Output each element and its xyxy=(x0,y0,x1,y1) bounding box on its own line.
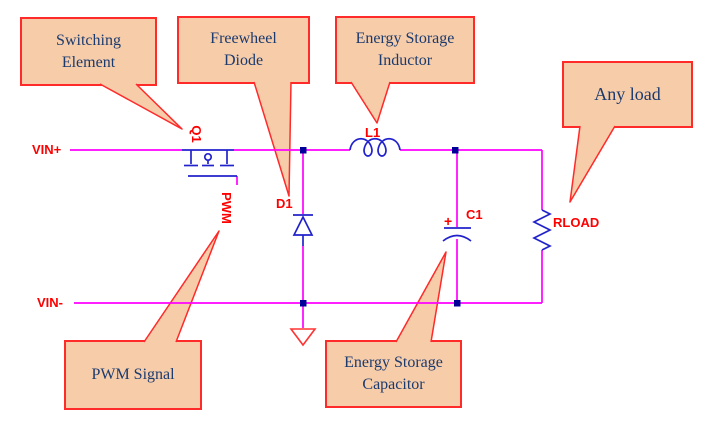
callout-pwm-signal: PWM Signal xyxy=(64,340,202,410)
callout-text: Freewheel Diode xyxy=(210,28,277,71)
tail-pwm-signal xyxy=(143,230,220,343)
ground-icon xyxy=(289,328,317,347)
callout-energy-storage-inductor: Energy Storage Inductor xyxy=(335,16,475,84)
resistor-symbol xyxy=(532,209,552,251)
tail-energy-storage-capacitor xyxy=(395,251,447,343)
callout-any-load: Any load xyxy=(562,61,693,128)
wires xyxy=(70,149,543,328)
junction-dot xyxy=(452,147,459,154)
callout-line: PWM Signal xyxy=(91,366,175,384)
rload-label: RLOAD xyxy=(553,215,600,230)
mosfet-symbol xyxy=(182,149,237,177)
callout-energy-storage-capacitor: Energy Storage Capacitor xyxy=(325,340,462,408)
callout-freewheel-diode: Freewheel Diode xyxy=(177,16,310,84)
callout-line: Freewheel xyxy=(210,30,277,48)
d1-label: D1 xyxy=(276,196,293,211)
q1-label: Q1 xyxy=(189,125,205,143)
junction-dot xyxy=(300,300,307,307)
diode-symbol xyxy=(292,214,314,246)
callout-line: Switching xyxy=(56,31,121,49)
callout-line: Capacitor xyxy=(362,376,425,393)
callout-line: Diode xyxy=(223,52,264,69)
junction-dot xyxy=(300,147,307,154)
callout-tails xyxy=(99,81,616,343)
callout-text: Energy Storage Capacitor xyxy=(344,352,443,395)
callout-line: Energy Storage xyxy=(355,30,455,48)
tail-energy-storage-inductor xyxy=(350,81,391,124)
l1-label: L1 xyxy=(365,125,381,140)
junction-dots xyxy=(300,147,461,307)
callout-line: Inductor xyxy=(377,52,433,69)
component-symbols xyxy=(182,137,552,251)
c1-label: C1 xyxy=(466,207,483,222)
callout-switching-element: Switching Element xyxy=(20,17,157,86)
inductor-symbol xyxy=(349,137,401,157)
callout-line: Energy Storage xyxy=(344,354,443,372)
pwm-label: PWM xyxy=(219,192,235,224)
callout-line: Any load xyxy=(594,84,661,105)
callout-line: Element xyxy=(61,53,116,71)
tail-switching-element xyxy=(99,83,183,130)
callout-text: Energy Storage Inductor xyxy=(356,28,455,71)
capacitor-symbol xyxy=(442,227,472,242)
tail-freewheel-diode xyxy=(253,81,292,197)
callout-text: PWM Signal xyxy=(91,364,174,386)
junction-dot xyxy=(454,300,461,307)
tail-any-load xyxy=(569,125,616,203)
c1-polarity-plus: + xyxy=(444,213,453,229)
callout-text: Any load xyxy=(594,82,661,106)
vin-minus-label: VIN- xyxy=(37,295,63,310)
callout-text: Switching Element xyxy=(56,30,121,73)
vin-plus-label: VIN+ xyxy=(32,142,62,157)
